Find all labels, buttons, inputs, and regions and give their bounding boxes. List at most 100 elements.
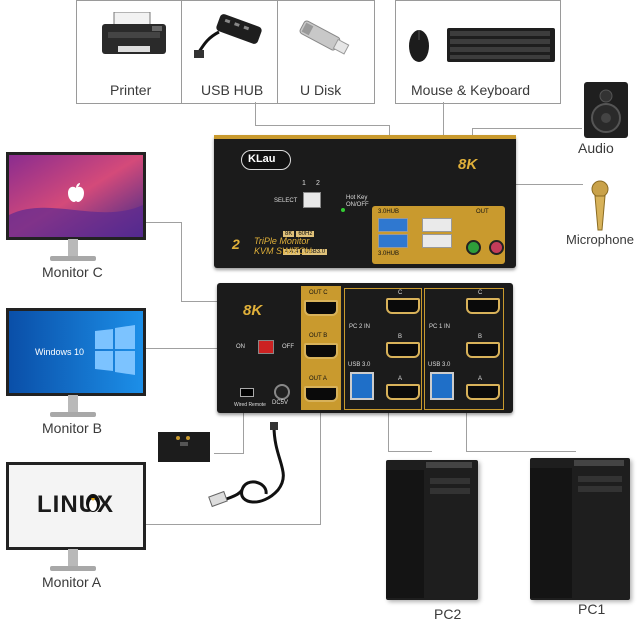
port-c1: C [398,290,403,296]
usb3-pc1-port[interactable] [430,372,454,400]
u-disk-icon [292,14,354,58]
dc5v-label: DC5V [272,400,289,406]
mic-jack-pink[interactable] [489,240,504,255]
wired-remote-label: Wired Remote [234,402,266,408]
hdmi-pc2-c[interactable] [386,298,420,314]
usb30-right-label: USB 3.0 [428,362,451,368]
remote-cable [208,420,298,510]
connector-line [466,404,467,452]
spec-8k: 8K [283,231,295,237]
audio-jack-green[interactable] [466,240,481,255]
hdmi-pc1-a[interactable] [466,384,500,400]
pc2-in-label: PC 2 IN [349,324,371,330]
pc1-in-label: PC 1 IN [429,324,451,330]
monitor-c-stand [68,239,78,257]
usb-hub-label: USB HUB [201,82,264,98]
connector-line [388,404,389,452]
monitor-b-stand [68,395,78,413]
monitor-c-label: Monitor C [42,264,103,280]
connector-line [497,184,583,185]
hdmi-pc1-b[interactable] [466,342,500,358]
pc2-drive-bay [430,478,470,484]
monitor-b: Windows 10 [6,308,146,396]
port-c2: C [478,290,483,296]
monitor-a-label: Monitor A [42,574,102,590]
connector-line [466,451,576,452]
pc1-in-frame [424,288,504,410]
spec-usb: USB3.0 [302,249,328,255]
port-b2: B [478,334,483,340]
ports-count: 2 [232,236,240,252]
hdmi-out-c[interactable] [304,300,338,316]
pc2-label: PC2 [434,606,462,622]
usb2-front-port-2[interactable] [422,234,452,248]
kvm-gold-stripe [214,135,516,139]
out-b-label: OUT B [309,333,328,339]
connector-line [146,222,182,223]
audio-label: Audio [578,140,614,156]
microphone-label: Microphone [566,232,634,247]
usb3-front-port-1[interactable] [378,218,408,232]
macos-wallpaper [9,155,143,237]
monitor-c [6,152,146,240]
microphone-icon [590,180,610,232]
pc2-side-panel [386,470,424,598]
hdmi-pc2-b[interactable] [386,342,420,358]
power-switch[interactable] [258,340,274,354]
usb3-front-port-2[interactable] [378,234,408,248]
port-2-label: 2 [316,180,320,187]
pc2-top-handle [426,462,472,468]
dc-jack[interactable] [274,384,290,400]
spec-444: 4:4:4 [283,249,301,255]
connector-line [472,128,582,129]
pc1-drive-bay [578,476,622,482]
mouse-keyboard-label: Mouse & Keyboard [411,82,531,98]
connector-line [388,451,432,452]
connector-line [320,398,321,525]
monitor-b-base [50,412,96,417]
hdmi-pc1-c[interactable] [466,298,500,314]
wired-remote[interactable] [154,428,214,466]
port-b1: B [398,334,403,340]
printer-icon [98,11,170,60]
tux-icon [85,491,101,513]
pc1-tower [530,458,630,600]
connector-line [243,404,244,454]
port-a1: A [398,376,403,382]
pc1-drive-bay [578,486,622,492]
remote-port[interactable] [240,388,254,397]
hotkey-label: Hot Key ON/OFF [346,195,369,208]
led-green [341,208,345,212]
badge-8k: 8K [458,156,478,173]
pc2-drive-bay [430,488,470,494]
title-line2: KVM SWITCH [254,246,312,256]
out-c-label: OUT C [309,290,328,296]
monitor-a-stand [68,549,78,567]
connector-line [255,102,256,126]
select-button[interactable] [303,192,321,208]
monitor-b-label: Monitor B [42,420,102,436]
u-disk-label: U Disk [300,82,342,98]
usb3-pc2-port[interactable] [350,372,374,400]
select-label: SELECT [274,198,298,204]
hdmi-pc2-a[interactable] [386,384,420,400]
hub-bottom-label: 3.0HUB [378,251,400,257]
printer-label: Printer [110,82,152,98]
monitor-a: LINUX [6,462,146,550]
usb2-front-port-1[interactable] [422,218,452,232]
connector-line [214,453,244,454]
monitor-a-base [50,566,96,571]
hdmi-out-b[interactable] [304,343,338,359]
usb30-left-label: USB 3.0 [348,362,371,368]
divider [181,1,182,103]
port-a2: A [478,376,483,382]
hdmi-out-a[interactable] [304,386,338,402]
usb-hub-icon [193,12,265,62]
title-line1: TriPle Monitor [254,236,310,246]
speaker-icon [584,82,628,138]
connector-line [146,524,321,525]
spec-60hz: 60Hz [296,231,315,237]
pc2-tower [386,460,478,600]
connector-line [181,222,182,302]
